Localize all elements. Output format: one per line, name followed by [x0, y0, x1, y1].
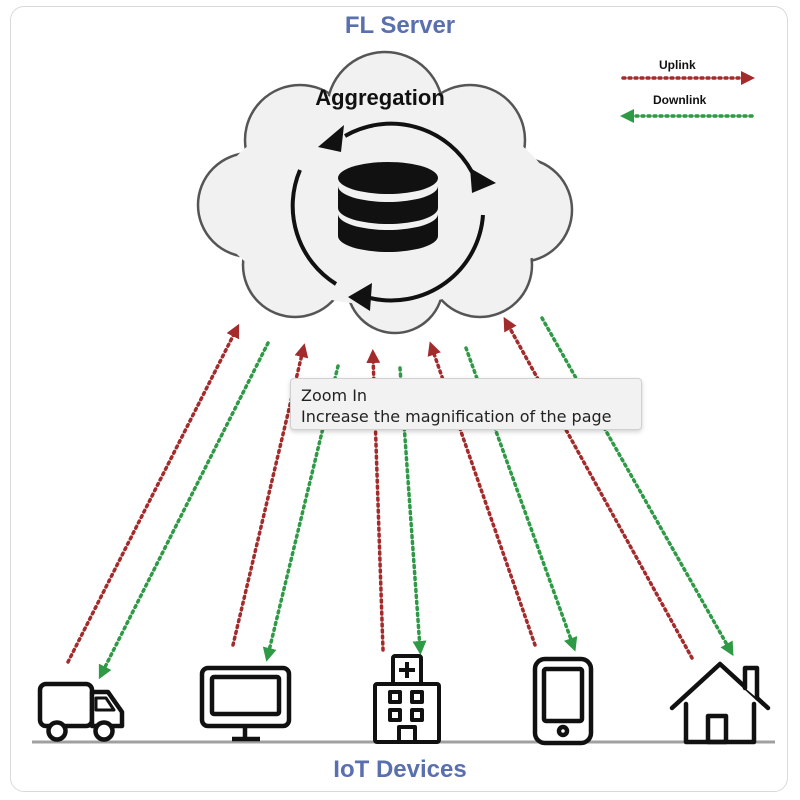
database-icon	[338, 162, 438, 252]
downlink-legend-label: Downlink	[653, 93, 707, 107]
cloud-icon	[196, 50, 574, 335]
devices-title: IoT Devices	[333, 756, 467, 783]
uplink-arrow-smartphone	[427, 341, 537, 647]
cycle-arrowheads	[318, 125, 496, 311]
uplink-arrow-truck	[66, 323, 240, 664]
downlink-arrow-truck	[98, 341, 270, 680]
server-title: FL Server	[344, 12, 456, 39]
tooltip-description: Increase the magnification of the page	[301, 407, 612, 426]
zoom-in-tooltip: Zoom In Increase the magnification of th…	[290, 378, 642, 430]
aggregation-cycle-icon	[290, 121, 485, 303]
uplink-legend-label: Uplink	[659, 58, 696, 72]
hospital-icon	[373, 654, 441, 744]
uplink-arrow-house	[503, 316, 694, 660]
house-icon	[669, 661, 771, 745]
downlink-arrow-house	[540, 316, 734, 657]
tooltip-title: Zoom In	[301, 386, 368, 405]
monitor-icon	[199, 665, 292, 742]
truck-icon	[37, 681, 125, 742]
smartphone-icon	[532, 656, 594, 746]
aggregation-label: Aggregation	[315, 85, 445, 110]
